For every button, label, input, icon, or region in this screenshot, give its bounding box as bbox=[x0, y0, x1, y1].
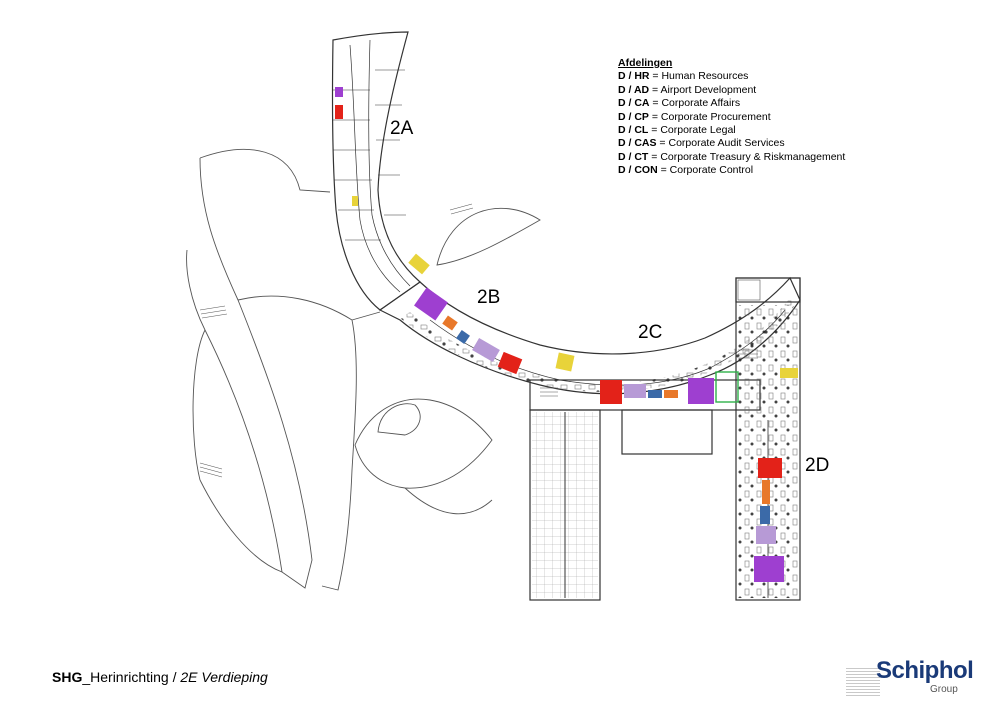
legend-code: D / AD bbox=[618, 83, 650, 96]
legend-sep: = bbox=[648, 110, 661, 123]
legend-name: Corporate Control bbox=[669, 164, 754, 177]
legend-sep: = bbox=[657, 164, 670, 177]
footer-floor: 2E Verdieping bbox=[180, 669, 268, 685]
outer-building-outline bbox=[186, 148, 381, 591]
legend-code: D / CA bbox=[618, 97, 650, 110]
zone-2a-purple-block bbox=[335, 87, 343, 97]
schiphol-logo: Schiphol Group bbox=[846, 648, 974, 700]
legend-sep: = bbox=[649, 70, 662, 83]
footer-rest: _Herinrichting / bbox=[82, 669, 181, 685]
legend-item: D / CA = Corporate Affairs bbox=[618, 97, 845, 110]
logo-word: Schiphol bbox=[876, 657, 974, 684]
department-blocks bbox=[408, 253, 798, 582]
legend-code: D / CAS bbox=[618, 137, 657, 150]
zone-label-2c: 2C bbox=[638, 322, 663, 343]
legend-sep: = bbox=[656, 137, 669, 150]
legend-name: Corporate Procurement bbox=[660, 110, 771, 123]
legend-name: Airport Development bbox=[660, 83, 757, 96]
legend-name: Corporate Affairs bbox=[661, 97, 741, 110]
legend-code: D / CT bbox=[618, 150, 649, 163]
logo-lines-icon bbox=[846, 666, 880, 696]
legend-sep: = bbox=[649, 83, 661, 96]
legend-item: D / HR = Human Resources bbox=[618, 70, 845, 83]
legend-sep: = bbox=[648, 150, 661, 163]
wing-2bc-desk-band bbox=[400, 298, 795, 392]
legend-code: D / CP bbox=[618, 110, 649, 123]
zone-2a-red-block bbox=[335, 105, 343, 119]
misc-stairs bbox=[540, 279, 761, 397]
legend-name: Corporate Legal bbox=[660, 124, 736, 137]
legend-item: D / AD = Airport Development bbox=[618, 84, 845, 97]
legend-item: D / CP = Corporate Procurement bbox=[618, 111, 845, 124]
logo-sub: Group bbox=[930, 684, 958, 695]
legend-item: D / CL = Corporate Legal bbox=[618, 124, 845, 137]
courtyard-arcs bbox=[354, 207, 541, 515]
zone-label-2b: 2B bbox=[477, 287, 501, 308]
zone-2a-yellow-block bbox=[352, 196, 358, 206]
stair-marks bbox=[199, 203, 474, 478]
zone-label-2a: 2A bbox=[390, 118, 414, 139]
legend-name: Corporate Audit Services bbox=[668, 137, 785, 150]
legend-code: D / HR bbox=[618, 70, 650, 83]
wing-2c-block bbox=[529, 379, 761, 601]
legend-name: Corporate Treasury & Riskmanagement bbox=[660, 150, 846, 163]
legend-code: D / CON bbox=[618, 164, 658, 177]
legend-name: Human Resources bbox=[661, 70, 749, 83]
legend-item: D / CON = Corporate Control bbox=[618, 164, 845, 177]
legend-sep: = bbox=[649, 97, 662, 110]
wing-2a bbox=[331, 31, 421, 311]
legend-code: D / CL bbox=[618, 124, 649, 137]
zone-label-2d: 2D bbox=[805, 455, 830, 476]
legend-title: Afdelingen bbox=[618, 57, 673, 69]
legend-sep: = bbox=[648, 124, 661, 137]
department-legend: Afdelingen D / HR = Human Resources D / … bbox=[618, 57, 845, 178]
legend-item: D / CT = Corporate Treasury & Riskmanage… bbox=[618, 151, 845, 164]
legend-item: D / CAS = Corporate Audit Services bbox=[618, 137, 845, 150]
footer-project: SHG bbox=[52, 669, 83, 685]
wing-2d bbox=[735, 277, 801, 601]
page-footer-title: SHG_Herinrichting / 2E Verdieping bbox=[52, 669, 268, 685]
